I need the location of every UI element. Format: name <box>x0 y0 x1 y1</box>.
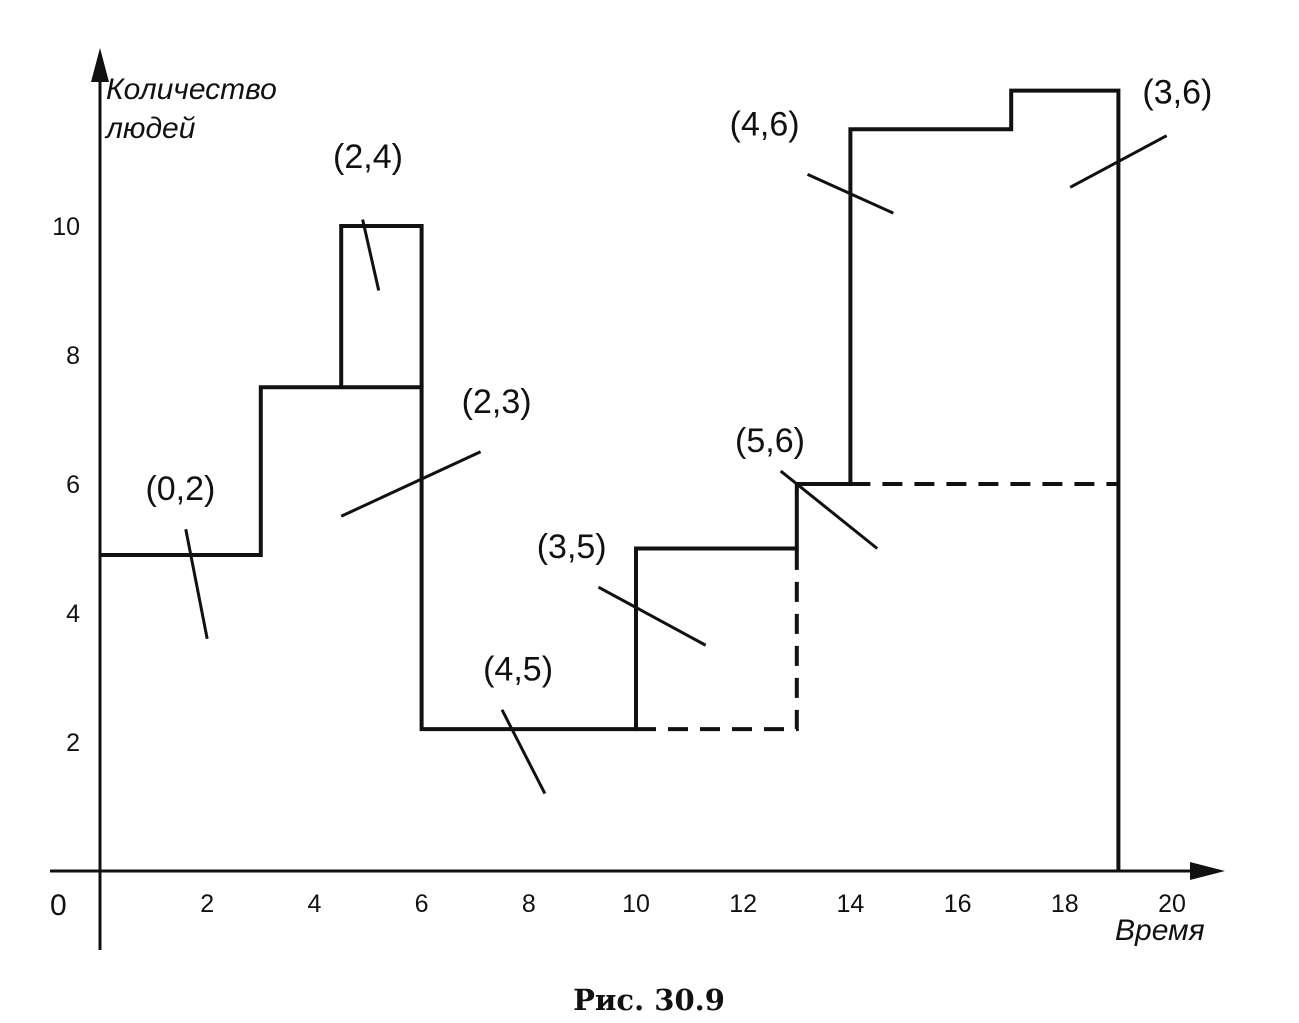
region-leader-line <box>806 173 894 215</box>
region-leader-line <box>1069 134 1168 189</box>
y-axis-title-line2: людей <box>104 112 196 145</box>
region-label: (3,6) <box>1142 73 1212 111</box>
x-axis-title: Время <box>1115 914 1205 947</box>
plot-lines <box>100 88 1121 871</box>
x-tick-label: 10 <box>622 890 650 918</box>
y-axis-arrow-icon <box>91 48 109 82</box>
boundary-solid-line <box>339 224 424 388</box>
ticks-layer: 2 4 6 8 10 12 14 16 18 20 2 4 6 8 10 <box>52 213 1186 918</box>
region-label: (3,5) <box>537 528 607 566</box>
region-leader-line <box>184 528 209 640</box>
y-tick-label: 4 <box>66 600 80 628</box>
region-leader-line <box>597 585 707 647</box>
y-tick-label: 10 <box>52 213 80 241</box>
boundary-solid-line <box>100 88 1121 871</box>
region-leader-line <box>340 450 482 518</box>
x-tick-label: 16 <box>944 890 972 918</box>
region-leader-line <box>361 219 381 291</box>
y-tick-label: 2 <box>66 729 80 757</box>
y-tick-label: 8 <box>66 342 80 370</box>
region-leader-line <box>779 469 879 550</box>
origin-label: 0 <box>50 889 67 922</box>
x-tick-label: 6 <box>415 890 429 918</box>
region-label: (2,3) <box>462 383 532 421</box>
region-leader-line <box>500 709 547 795</box>
region-label: (4,5) <box>483 651 553 689</box>
region-label: (2,4) <box>333 138 403 176</box>
x-tick-label: 8 <box>522 890 536 918</box>
y-axis-title-line1: Количество <box>106 73 277 106</box>
x-tick-label: 20 <box>1158 890 1186 918</box>
figure-caption: Рис. 30.9 <box>573 983 725 1017</box>
x-tick-label: 12 <box>729 890 757 918</box>
region-label: (5,6) <box>735 422 805 460</box>
region-label: (0,2) <box>145 470 215 508</box>
boundary-dashed-line <box>636 548 799 732</box>
annotations-layer: (0,2) (2,4) (2,3) (4,5) (3,5) (5,6) (4,6) (3,6) <box>145 73 1212 795</box>
x-tick-label: 2 <box>200 890 214 918</box>
x-tick-label: 18 <box>1051 890 1079 918</box>
x-tick-label: 14 <box>836 890 864 918</box>
x-axis-arrow-icon <box>1190 862 1225 880</box>
y-tick-label: 6 <box>66 471 80 499</box>
region-label: (4,6) <box>730 106 800 144</box>
x-tick-label: 4 <box>307 890 321 918</box>
